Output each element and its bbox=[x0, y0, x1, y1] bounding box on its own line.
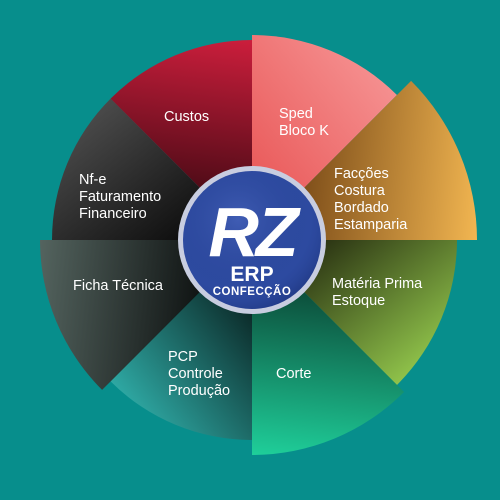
segment-label-line: Corte bbox=[276, 366, 311, 382]
segment-label-line: Controle bbox=[168, 366, 223, 382]
hub-erp-text: ERP bbox=[230, 263, 273, 286]
segment-label-corte: Corte bbox=[276, 366, 311, 382]
segment-label-custos: Custos bbox=[164, 109, 209, 125]
segment-label-line: Costura bbox=[334, 183, 386, 199]
segment-label-line: Estoque bbox=[332, 293, 385, 309]
segment-label-line: Facções bbox=[334, 166, 389, 182]
segment-label-line: Custos bbox=[164, 109, 209, 125]
segment-label-line: PCP bbox=[168, 349, 198, 365]
segment-label-line: Matéria Prima bbox=[332, 276, 423, 292]
segment-label-ficha: Ficha Técnica bbox=[73, 278, 164, 294]
segment-label-line: Produção bbox=[168, 383, 230, 399]
segment-label-line: Nf-e bbox=[79, 172, 106, 188]
hub-logo-text: RZ bbox=[208, 193, 301, 271]
segment-label-line: Sped bbox=[279, 106, 313, 122]
hub-shade bbox=[183, 171, 321, 309]
segment-label-line: Financeiro bbox=[79, 206, 147, 222]
segment-label-line: Bordado bbox=[334, 200, 389, 216]
segment-label-line: Bloco K bbox=[279, 123, 329, 139]
segment-label-line: Ficha Técnica bbox=[73, 278, 164, 294]
center-hub: RZ ERP CONFECÇÃO bbox=[178, 166, 326, 314]
hub-confeccao-text: CONFECÇÃO bbox=[213, 285, 292, 298]
segment-label-line: Faturamento bbox=[79, 189, 161, 205]
segment-label-line: Estamparia bbox=[334, 217, 408, 233]
